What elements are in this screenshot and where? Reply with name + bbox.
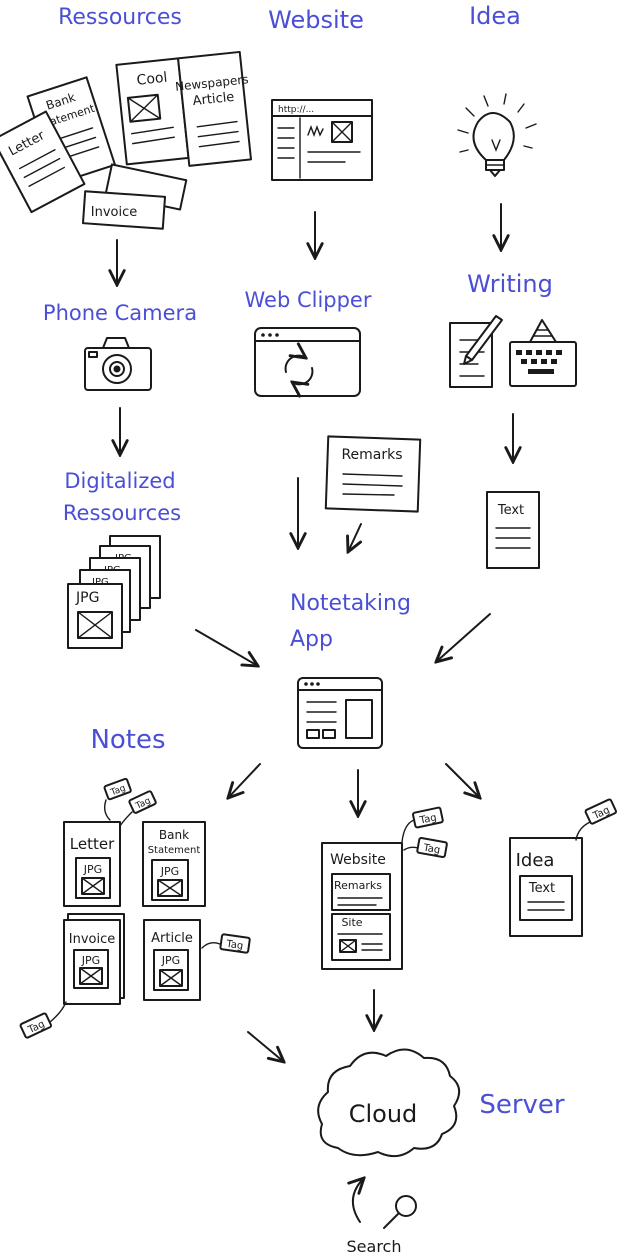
arrow-app-to-notes [228, 763, 261, 798]
tag-string-website-1 [401, 819, 415, 843]
note-bank-jpg: JPG [160, 865, 179, 878]
label-notetaking-line2: App [290, 627, 333, 652]
remarks-title: Remarks [341, 447, 402, 463]
tag-website-2-text: Tag [421, 842, 441, 856]
text-doc-title: Text [497, 503, 524, 518]
tag-invoice: Tag [19, 1012, 52, 1039]
remarks-note: Remarks [324, 435, 422, 513]
note-invoice-jpg: JPG [81, 954, 100, 967]
tag-idea: Tag [584, 798, 617, 825]
search-text: Search [347, 1237, 402, 1256]
note-idea: Idea Text [509, 837, 583, 937]
notetaking-app-icon [297, 677, 383, 749]
tag-letter-1: Tag [103, 777, 132, 801]
arrow-app-to-idea-note [445, 763, 480, 798]
tag-article: Tag [219, 933, 251, 954]
label-idea: Idea [469, 2, 521, 30]
text-document: Text [486, 491, 540, 569]
label-writing: Writing [467, 270, 553, 298]
label-web-clipper: Web Clipper [244, 288, 371, 312]
arrow-search-to-cloud [353, 1178, 364, 1223]
note-letter-title: Letter [70, 835, 115, 853]
tag-string-article [201, 941, 221, 949]
label-server: Server [479, 1090, 565, 1120]
note-invoice-title: Invoice [69, 932, 115, 947]
lightbulb-icon [457, 93, 537, 177]
note-invoice: Invoice JPG [63, 913, 125, 1005]
jpg-stack-label-1: JPG [91, 577, 109, 588]
cloud-text: Cloud [349, 1100, 418, 1128]
label-digitalized-line1: Digitalized [64, 469, 175, 493]
note-letter-jpg: JPG [83, 863, 102, 876]
website-browser-drawing: http://... [271, 99, 373, 181]
tag-string-idea [575, 821, 591, 841]
label-notetaking-line1: Notetaking [290, 591, 411, 616]
note-article-title: Article [151, 931, 193, 946]
label-notes: Notes [90, 725, 165, 755]
tag-string-2 [119, 811, 133, 827]
search-icon [383, 1195, 417, 1229]
jpg-stack-label-front: JPG [75, 590, 99, 606]
note-letter: Letter JPG [63, 821, 121, 907]
ressources-document-pile: Cool Newspapers Article Bank Statement L… [0, 50, 252, 230]
tag-string-1 [103, 799, 111, 821]
note-idea-text: Text [528, 881, 555, 896]
writing-tools-icon [449, 315, 577, 388]
tag-string-invoice [49, 1001, 67, 1023]
tag-website-2: Tag [416, 837, 448, 859]
note-bank-line1: Bank [159, 828, 189, 842]
label-digitalized-line2: Ressources [63, 501, 181, 525]
newspaper-line2-text: Article [192, 90, 235, 109]
label-website: Website [268, 6, 364, 34]
note-bank-line2: Statement [148, 845, 201, 856]
arrow-text-to-app [436, 613, 491, 662]
label-ressources: Ressources [58, 5, 182, 30]
camera-icon [84, 337, 152, 391]
tag-website-1-text: Tag [418, 812, 438, 826]
arrow-notes-to-cloud [247, 1031, 284, 1062]
tag-letter-2: Tag [128, 790, 157, 814]
arrow-digitalized-to-app [195, 629, 258, 666]
cloud-icon: Cloud [317, 1048, 461, 1158]
label-phone-camera: Phone Camera [43, 301, 197, 325]
tag-website-1: Tag [412, 806, 444, 829]
arrow-remarks-to-app [348, 523, 361, 552]
note-website-site: Site [341, 916, 362, 929]
tag-string-website-2 [403, 846, 419, 851]
newspaper-cool-text: Cool [136, 70, 168, 89]
note-website-remarks: Remarks [334, 879, 382, 892]
note-website-title: Website [330, 852, 386, 868]
web-clipper-icon [254, 327, 361, 396]
note-bank-statement: Bank Statement JPG [142, 821, 206, 907]
tag-article-text: Tag [225, 939, 244, 952]
note-website: Website Remarks Site [321, 842, 403, 970]
note-article: Article JPG [143, 919, 201, 1001]
jpg-stack-icon: JPG JPG JPG JPG [67, 535, 161, 649]
note-article-jpg: JPG [161, 954, 180, 967]
browser-url-text: http://... [278, 105, 314, 115]
note-idea-title: Idea [516, 850, 555, 871]
invoice-text: Invoice [91, 205, 137, 220]
